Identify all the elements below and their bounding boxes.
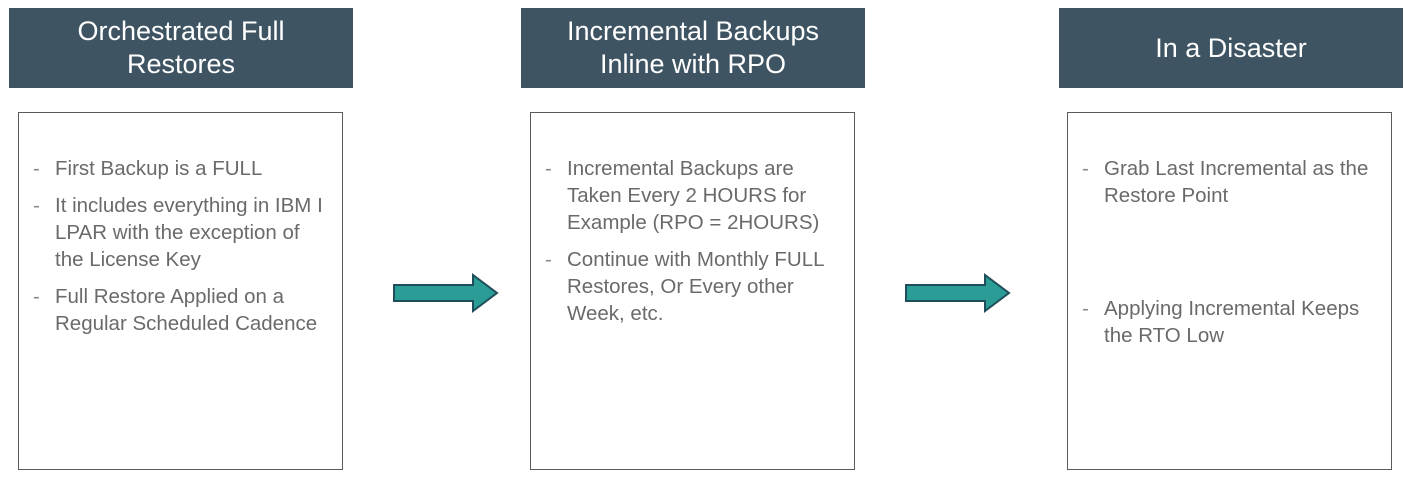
step-2-bullet-2: Continue with Monthly FULL Restores, Or … — [545, 246, 836, 327]
step-1-bullet-1: First Backup is a FULL — [33, 155, 324, 182]
step-2-bullets: Incremental Backups are Taken Every 2 HO… — [545, 155, 836, 327]
step-1-bullets: First Backup is a FULL It includes every… — [33, 155, 324, 337]
step-2-header: Incremental Backups Inline with RPO — [521, 8, 865, 88]
step-3-bullet-1: Grab Last Incremental as the Restore Poi… — [1082, 155, 1373, 209]
step-2-title-line-1: Incremental Backups — [566, 16, 820, 46]
step-3-bullet-2: Applying Incremental Keeps the RTO Low — [1082, 295, 1373, 349]
step-1-bullet-2: It includes everything in IBM I LPAR wit… — [33, 192, 324, 273]
step-2-bullet-1: Incremental Backups are Taken Every 2 HO… — [545, 155, 836, 236]
step-1-header: Orchestrated Full Restores — [9, 8, 353, 88]
step-3-card: Grab Last Incremental as the Restore Poi… — [1067, 112, 1392, 470]
step-2-card: Incremental Backups are Taken Every 2 HO… — [530, 112, 855, 470]
arrow-right-icon-2 — [905, 273, 1011, 313]
step-1-card: First Backup is a FULL It includes every… — [18, 112, 343, 470]
step-1-title-line-2: Restores — [126, 49, 236, 79]
step-1-title-line-1: Orchestrated Full — [77, 16, 285, 46]
arrow-right-icon-1 — [393, 273, 499, 313]
step-3-bullets: Grab Last Incremental as the Restore Poi… — [1082, 155, 1373, 349]
step-3-title-line-1: In a Disaster — [1155, 32, 1307, 63]
step-1-bullet-3: Full Restore Applied on a Regular Schedu… — [33, 283, 324, 337]
step-3-header: In a Disaster — [1059, 8, 1403, 88]
arrow-2-shape — [905, 273, 1011, 313]
arrow-1-shape — [393, 273, 499, 313]
step-2-title-line-2: Inline with RPO — [599, 49, 787, 79]
